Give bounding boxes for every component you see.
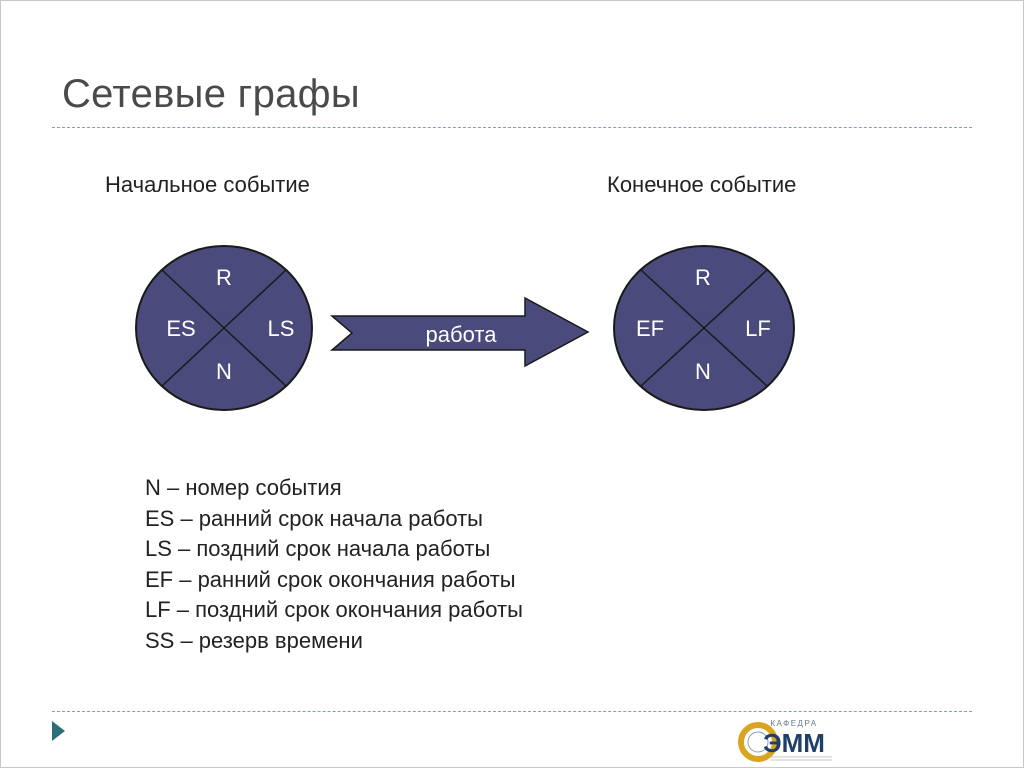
end-node-ef: EF xyxy=(636,316,664,341)
logo-ring-inner-icon xyxy=(747,731,769,753)
end-node-r: R xyxy=(695,265,711,290)
work-arrow-shape xyxy=(329,296,590,368)
legend-item-lf: LF – поздний срок окончания работы xyxy=(145,597,523,622)
start-event-label: Начальное событие xyxy=(105,172,310,197)
end-node-divider xyxy=(640,269,768,387)
start-node-n: N xyxy=(216,359,232,384)
next-slide-triangle-icon[interactable] xyxy=(52,721,65,741)
footer-divider xyxy=(52,711,972,712)
title-divider xyxy=(52,127,972,128)
start-node-es: ES xyxy=(166,316,195,341)
legend-item-ls: LS – поздний срок начала работы xyxy=(145,536,491,561)
logo-ring-icon xyxy=(738,722,778,762)
start-node-divider xyxy=(161,269,287,387)
logo-text: ЭММ xyxy=(763,728,825,758)
start-node-ls: LS xyxy=(268,316,295,341)
legend-item-ss: SS – резерв времени xyxy=(145,627,363,653)
start-event-node: R ES LS N xyxy=(135,245,313,411)
end-node-n: N xyxy=(695,359,711,384)
start-node-r: R xyxy=(216,265,232,290)
legend-item-ef: EF – ранний срок окончания работы xyxy=(145,566,516,592)
logo-caption: КАФЕДРА xyxy=(770,719,817,728)
legend-item-n: N – номер события xyxy=(145,475,342,500)
page-title: Сетевые графы xyxy=(62,72,360,116)
legend: N – номер события ES – ранний срок начал… xyxy=(145,473,523,656)
department-logo: КАФЕДРА ЭММ xyxy=(738,719,832,762)
legend-item-es: ES – ранний срок начала работы xyxy=(145,505,483,531)
end-node-lf: LF xyxy=(745,316,771,341)
work-arrow-label: работа xyxy=(426,322,498,347)
end-event-label: Конечное событие xyxy=(607,172,797,197)
end-event-node: R EF LF N xyxy=(613,245,795,411)
work-arrow: работа xyxy=(329,296,590,368)
